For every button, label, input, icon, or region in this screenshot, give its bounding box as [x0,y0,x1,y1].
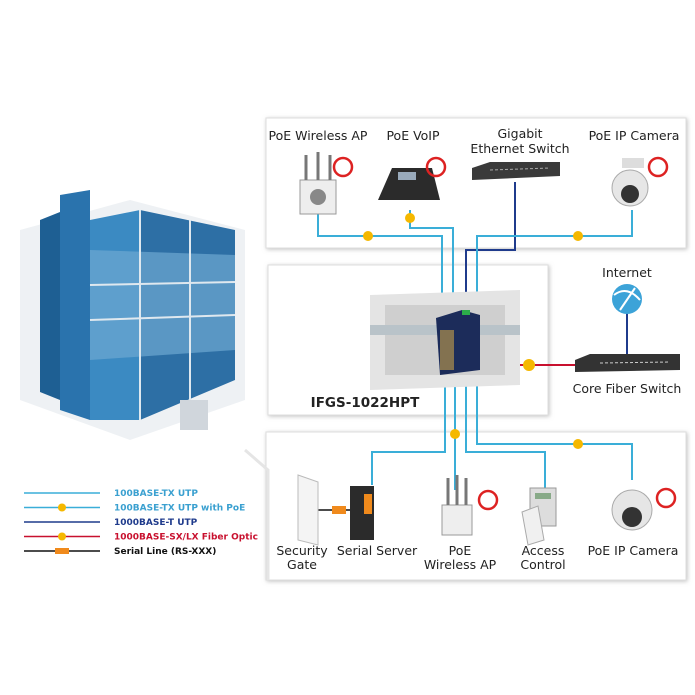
legend-badge [55,548,69,554]
label-poe-ip-camera: PoE IP Camera [589,128,680,143]
link-top-ap [317,213,443,312]
no-power-icon [332,156,677,511]
ifgs-switch-icon [436,310,480,375]
legend-item: 1000BASE-T UTP [24,518,198,528]
legend-item: Serial Line (RS-XXX) [24,547,216,557]
legend-callout [244,448,270,580]
link-top-switch [465,182,516,312]
label-model: IFGS-1022HPT [311,395,420,411]
ip-camera-icon [611,158,649,207]
legend-item: 1000BASE-SX/LX Fiber Optic [24,532,258,543]
serial-server-icon [350,486,374,540]
link-bottom-serial [371,375,446,485]
wireless-ap-icon [299,152,337,215]
building-illustration [20,190,245,440]
label-security-1: Security [276,543,328,558]
access-control-icon [521,487,557,546]
legend-label: 1000BASE-SX/LX Fiber Optic [114,533,258,543]
label-ap-2: Wireless AP [424,557,497,572]
link-top-camera [476,210,633,312]
legend-badge [58,532,66,541]
ip-camera-bottom-icon [611,489,653,531]
legend-label: 100BASE-TX UTP with PoE [114,504,245,514]
poe-badges [332,213,583,514]
legend-label: 100BASE-TX UTP [114,489,198,499]
label-bottom-camera: PoE IP Camera [588,543,679,558]
ethernet-switch-icon [472,162,560,180]
link-bottom-camera [476,375,633,480]
label-access-2: Control [520,557,565,572]
link-bottom-access [465,375,546,490]
legend-label: Serial Line (RS-XXX) [114,547,216,557]
legend-label: 1000BASE-T UTP [114,518,198,528]
legend-item: 100BASE-TX UTP [24,489,198,499]
legend: 100BASE-TX UTP 100BASE-TX UTP with PoE 100… [24,489,258,557]
internet-globe-icon [612,284,642,314]
legend-badge [58,503,66,512]
label-internet: Internet [602,265,652,280]
label-ap-1: PoE [449,543,472,558]
label-gigabit-1: Gigabit [497,126,542,141]
voip-phone-icon [378,168,440,200]
label-poe-voip: PoE VoIP [386,128,440,143]
label-security-2: Gate [287,557,317,572]
label-gigabit-2: Ethernet Switch [470,141,569,156]
core-fiber-switch-icon [575,354,680,372]
label-core-fiber-switch: Core Fiber Switch [573,381,682,396]
wireless-ap-bottom-icon [441,475,473,536]
security-gate-icon [297,474,319,546]
label-access-1: Access [522,543,565,558]
legend-item: 100BASE-TX UTP with PoE [24,503,245,514]
label-poe-wireless-ap: PoE Wireless AP [269,128,368,143]
label-serial-server: Serial Server [337,543,418,558]
